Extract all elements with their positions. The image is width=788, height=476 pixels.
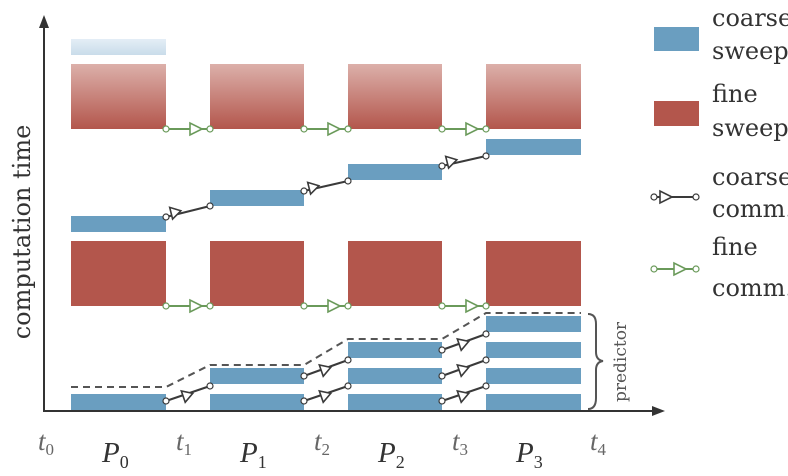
iteration1-fine-comms bbox=[162, 298, 490, 314]
fine-sweep-block-fading bbox=[486, 64, 581, 129]
coarse-sweep-block bbox=[486, 368, 581, 384]
fine-sweep-block bbox=[348, 241, 442, 306]
legend-coarse-comm-arrow-icon bbox=[659, 189, 674, 205]
legend-item-coarse-comm: coarse comm. bbox=[650, 163, 788, 223]
coarse-comm-arrow bbox=[438, 330, 490, 354]
fine-sweep-block-fading bbox=[71, 64, 166, 129]
coarse-sweep-block bbox=[348, 394, 442, 410]
coarse-sweep-block bbox=[348, 164, 442, 180]
coarse-sweep-block bbox=[210, 394, 304, 410]
fine-comm-arrow bbox=[300, 298, 352, 314]
time-tick-t4: t4 bbox=[590, 426, 607, 459]
processor-label-p2: P2 bbox=[377, 437, 405, 472]
predictor-label: predictor bbox=[611, 321, 631, 402]
fine-comm-arrow bbox=[162, 121, 214, 137]
legend-label-fine-line2: sweep bbox=[712, 114, 788, 142]
time-tick-t2: t2 bbox=[314, 426, 330, 459]
coarse-comm-arrow bbox=[300, 177, 352, 196]
predictor-coarse-comms bbox=[162, 330, 490, 405]
y-axis-arrowhead bbox=[39, 15, 49, 28]
time-tick-t3: t3 bbox=[452, 426, 468, 459]
time-tick-t1: t1 bbox=[176, 426, 192, 459]
coarse-comm-arrow bbox=[300, 382, 352, 405]
time-tick-t0: t0 bbox=[38, 426, 54, 459]
legend-item-fine-sweep: fine sweep bbox=[654, 80, 788, 142]
iteration1-coarse-comms bbox=[162, 152, 490, 221]
coarse-comm-arrow bbox=[300, 356, 352, 380]
time-tick-labels: t0 t1 t2 t3 t4 bbox=[38, 426, 607, 459]
coarse-comm-arrow bbox=[438, 152, 490, 170]
coarse-sweep-block bbox=[348, 342, 442, 358]
fine-sweep-block bbox=[486, 241, 581, 306]
fine-comm-arrow bbox=[300, 121, 352, 137]
fine-comm-arrow bbox=[162, 298, 214, 314]
legend-item-fine-comm: fine comm. bbox=[650, 233, 788, 302]
coarse-sweep-block bbox=[486, 394, 581, 410]
processor-label-p0: P0 bbox=[101, 437, 129, 472]
fine-sweep-block bbox=[71, 241, 166, 306]
legend-label-fine-comm-line2: comm. bbox=[712, 274, 788, 302]
legend-fine-comm-arrow-icon bbox=[673, 261, 688, 277]
coarse-sweep-block bbox=[486, 342, 581, 358]
legend-swatch-coarse bbox=[654, 27, 699, 51]
processor-label-p3: P3 bbox=[515, 437, 543, 472]
coarse-comm-arrow bbox=[162, 382, 214, 405]
iteration2-fine-sweeps bbox=[71, 64, 581, 129]
legend-label-coarse-line2: sweep bbox=[712, 37, 788, 65]
coarse-sweep-block bbox=[71, 394, 166, 410]
processor-labels: P0 P1 P2 P3 bbox=[101, 437, 543, 472]
legend-label-coarse-comm-line2: comm. bbox=[712, 195, 788, 223]
predictor-coarse-sweeps bbox=[71, 316, 581, 410]
coarse-comm-arrow bbox=[438, 356, 490, 380]
predictor-dashed-envelope bbox=[71, 312, 581, 388]
iteration2-fine-comms bbox=[162, 121, 490, 137]
coarse-sweep-block bbox=[486, 316, 581, 332]
coarse-sweep-block bbox=[348, 368, 442, 384]
legend: coarse sweep fine sweep coarse comm. fin… bbox=[650, 4, 788, 302]
legend-label-fine-comm-line1: fine bbox=[712, 233, 758, 261]
predictor-brace bbox=[587, 313, 604, 410]
legend-item-coarse-sweep: coarse sweep bbox=[654, 4, 788, 65]
fine-comm-arrow bbox=[438, 298, 490, 314]
coarse-sweep-block bbox=[486, 139, 581, 155]
coarse-sweep-block bbox=[210, 368, 304, 384]
legend-label-fine-line1: fine bbox=[712, 80, 758, 108]
fine-sweep-block-fading bbox=[348, 64, 442, 129]
y-axis-label: computation time bbox=[8, 125, 36, 340]
iteration1-coarse-sweeps bbox=[71, 139, 581, 232]
legend-swatch-fine bbox=[654, 101, 699, 126]
coarse-comm-arrow bbox=[162, 202, 214, 221]
iteration1-fine-sweeps bbox=[71, 241, 581, 306]
coarse-comm-arrow bbox=[438, 382, 490, 405]
coarse-sweep-block-fading bbox=[71, 39, 166, 55]
fine-comm-arrow bbox=[438, 121, 490, 137]
x-axis-arrowhead bbox=[652, 406, 665, 416]
coarse-sweep-block bbox=[210, 190, 304, 206]
legend-label-coarse-comm-line1: coarse bbox=[712, 163, 788, 191]
fine-sweep-block-fading bbox=[210, 64, 304, 129]
fine-sweep-block bbox=[210, 241, 304, 306]
coarse-sweep-block bbox=[71, 216, 166, 232]
axes bbox=[39, 15, 665, 416]
legend-label-coarse-line1: coarse bbox=[712, 4, 788, 32]
processor-label-p1: P1 bbox=[239, 437, 267, 472]
